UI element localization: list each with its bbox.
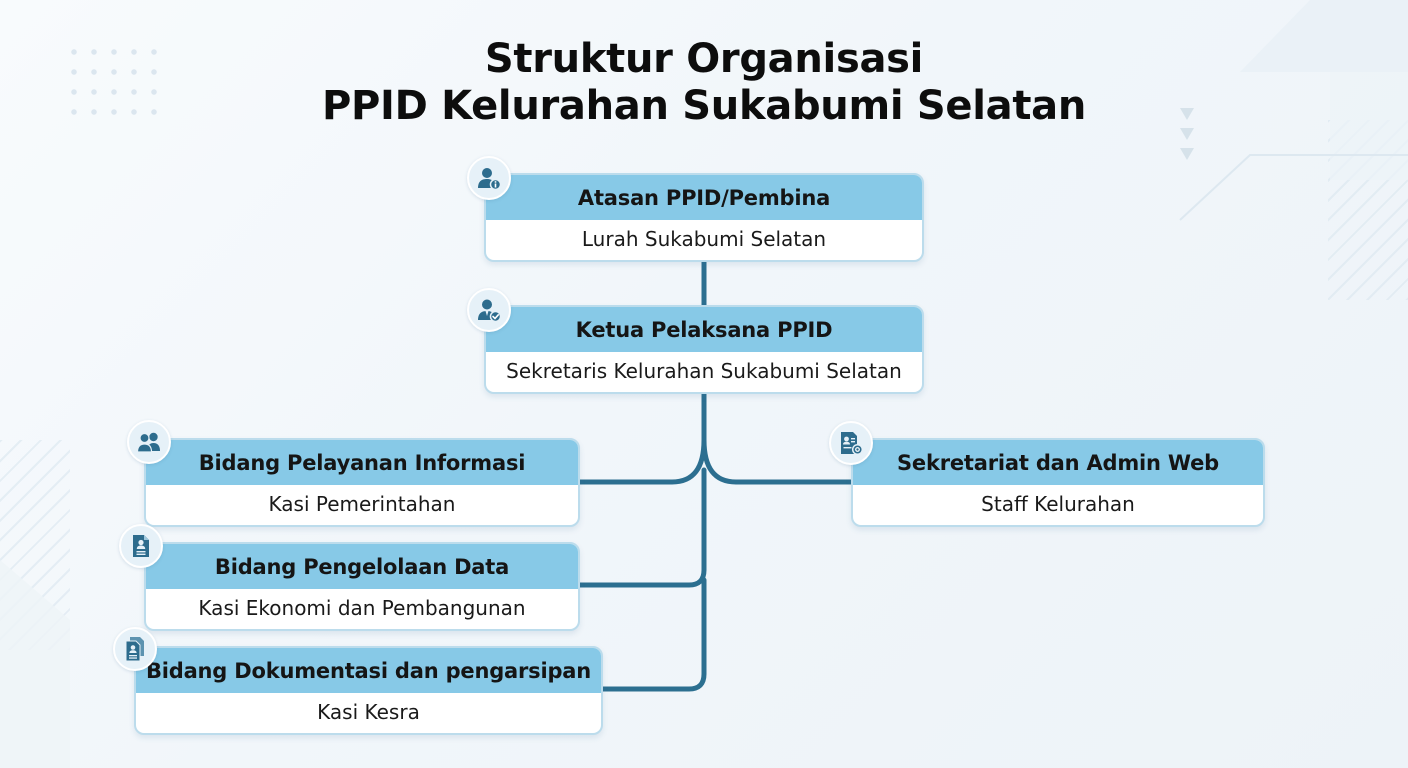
node-sekretariat-role: Sekretariat dan Admin Web bbox=[853, 440, 1263, 485]
node-atasan-holder: Lurah Sukabumi Selatan bbox=[581, 227, 827, 251]
connector-dokumentasi bbox=[600, 577, 707, 692]
page-title: Struktur Organisasi PPID Kelurahan Sukab… bbox=[0, 36, 1408, 130]
title-line-1: Struktur Organisasi bbox=[484, 36, 924, 82]
connector-pelayanan bbox=[577, 437, 707, 485]
node-pelayanan-holder: Kasi Pemerintahan bbox=[268, 492, 456, 516]
node-pelayanan-role: Bidang Pelayanan Informasi bbox=[146, 440, 578, 485]
connector-sekretariat bbox=[701, 437, 855, 485]
node-pengelolaan: Bidang Pengelolaan Data Kasi Ekonomi dan… bbox=[144, 542, 580, 631]
connector-pengelolaan bbox=[577, 467, 707, 588]
document-user-icon bbox=[119, 524, 163, 568]
node-pengelolaan-holder: Kasi Ekonomi dan Pembangunan bbox=[198, 596, 526, 620]
id-card-icon bbox=[829, 421, 873, 465]
node-pengelolaan-role: Bidang Pengelolaan Data bbox=[146, 544, 578, 589]
documents-icon bbox=[113, 627, 157, 671]
node-dokumentasi-role: Bidang Dokumentasi dan pengarsipan bbox=[136, 648, 601, 693]
node-sekretariat: Sekretariat dan Admin Web Staff Keluraha… bbox=[851, 438, 1265, 527]
node-pelayanan: Bidang Pelayanan Informasi Kasi Pemerint… bbox=[144, 438, 580, 527]
user-info-icon bbox=[467, 156, 511, 200]
node-dokumentasi: Bidang Dokumentasi dan pengarsipan Kasi … bbox=[134, 646, 603, 735]
users-icon bbox=[127, 420, 171, 464]
user-check-icon bbox=[467, 288, 511, 332]
node-ketua-role: Ketua Pelaksana PPID bbox=[486, 307, 922, 352]
node-sekretariat-holder: Staff Kelurahan bbox=[981, 492, 1135, 516]
node-atasan: Atasan PPID/Pembina Lurah Sukabumi Selat… bbox=[484, 173, 924, 262]
node-dokumentasi-holder: Kasi Kesra bbox=[317, 700, 420, 724]
node-ketua: Ketua Pelaksana PPID Sekretaris Keluraha… bbox=[484, 305, 924, 394]
title-line-2: PPID Kelurahan Sukabumi Selatan bbox=[321, 83, 1087, 129]
node-ketua-holder: Sekretaris Kelurahan Sukabumi Selatan bbox=[506, 359, 902, 383]
node-atasan-role: Atasan PPID/Pembina bbox=[486, 175, 922, 220]
